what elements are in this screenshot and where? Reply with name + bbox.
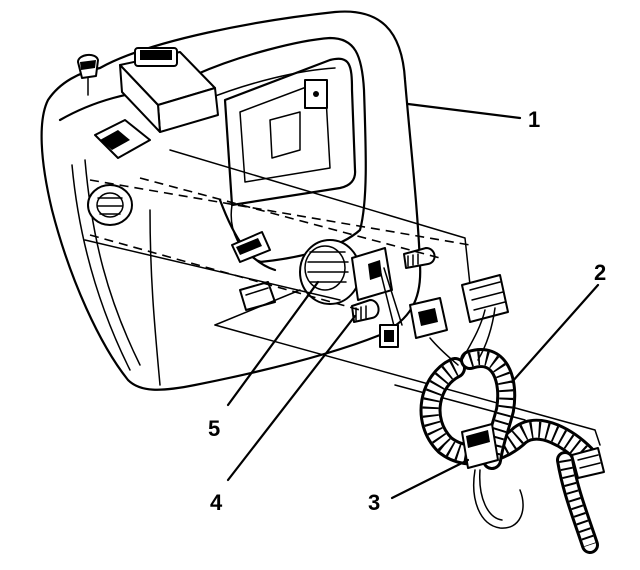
screw-lower (351, 299, 380, 323)
callout-2-label: 2 (594, 260, 606, 285)
callout-2: 2 (510, 260, 606, 384)
inner-harness (218, 198, 277, 311)
wire-harness-loom (419, 307, 599, 554)
callout-4-label: 4 (210, 490, 223, 515)
mirror-motor (299, 239, 403, 331)
callout-5: 5 (208, 280, 320, 441)
connector-small (379, 324, 399, 348)
connector-upper (461, 274, 509, 323)
callout-1-label: 1 (528, 107, 540, 132)
callout-4: 4 (210, 314, 357, 515)
harness-grommet (461, 423, 499, 469)
harness-end-connector (571, 447, 605, 479)
side-socket (87, 184, 133, 226)
callout-3: 3 (368, 458, 470, 515)
callout-3-label: 3 (368, 490, 380, 515)
screw-upper (403, 247, 436, 269)
callout-5-label: 5 (208, 416, 220, 441)
callout-1: 1 (406, 102, 540, 132)
mirror-inner-frame (223, 57, 357, 263)
top-switch-block (77, 47, 219, 159)
connector-mid (409, 297, 448, 339)
